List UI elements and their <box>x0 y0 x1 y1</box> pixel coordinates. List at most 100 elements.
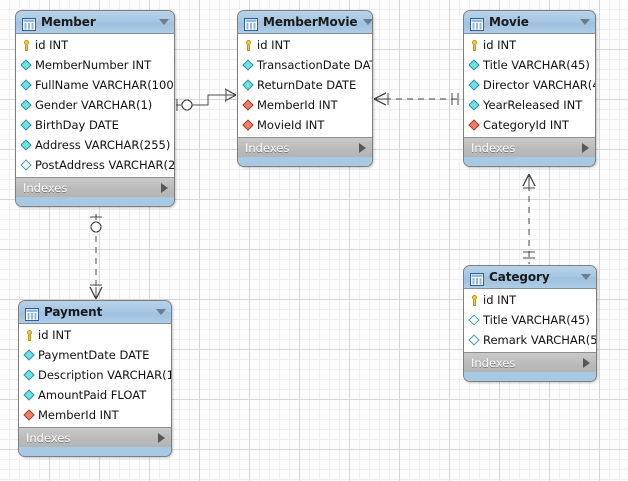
column-row[interactable]: PostAddress VARCHAR(255) <box>16 155 174 175</box>
relationship-member-payment[interactable] <box>89 214 103 300</box>
column-label: Director VARCHAR(45) <box>483 78 595 92</box>
indexes-label: Indexes <box>245 140 290 155</box>
chevron-right-icon[interactable] <box>359 142 366 153</box>
column-list-category: id INT Title VARCHAR(45) Remark VARCHAR(50… <box>464 289 596 352</box>
column-row[interactable]: TransactionDate DATE <box>238 55 372 75</box>
table-header-category[interactable]: Category <box>464 266 596 289</box>
table-icon <box>244 16 258 31</box>
column-row[interactable]: Description VARCHAR(100) <box>19 365 171 385</box>
column-row[interactable]: CategoryId INT <box>464 115 595 135</box>
column-notnull-icon-shape <box>242 78 254 91</box>
column-row[interactable]: Address VARCHAR(255) <box>16 135 174 155</box>
column-label: Address VARCHAR(255) <box>35 138 171 152</box>
chevron-down-icon[interactable] <box>156 309 166 315</box>
column-label: MemberId INT <box>257 98 338 112</box>
indexes-label: Indexes <box>26 430 71 445</box>
table-footer <box>464 372 596 381</box>
column-label: id INT <box>257 38 291 52</box>
chevron-right-icon[interactable] <box>582 142 589 153</box>
column-nullable-icon <box>20 158 33 172</box>
table-icon <box>25 306 39 321</box>
column-row[interactable]: Title VARCHAR(45) <box>464 55 595 75</box>
column-notnull-icon-shape <box>468 58 480 71</box>
column-label: Description VARCHAR(100) <box>38 368 172 382</box>
column-notnull-icon-shape <box>20 138 32 151</box>
relationship-movie-category[interactable] <box>522 173 536 264</box>
indexes-row-payment[interactable]: Indexes <box>19 427 171 447</box>
chevron-right-icon[interactable] <box>161 182 168 193</box>
column-row[interactable]: MemberId INT <box>19 405 171 425</box>
column-row[interactable]: id INT <box>238 35 372 55</box>
chevron-down-icon[interactable] <box>581 274 591 280</box>
foreign-key-icon <box>242 118 255 132</box>
table-header-movie[interactable]: Movie <box>464 11 595 34</box>
indexes-row-movie[interactable]: Indexes <box>464 137 595 157</box>
column-row[interactable]: id INT <box>464 35 595 55</box>
column-label: Remark VARCHAR(500) <box>483 333 597 347</box>
indexes-label: Indexes <box>471 140 516 155</box>
relationship-member-membermovie[interactable] <box>176 88 237 111</box>
column-row[interactable]: MemberId INT <box>238 95 372 115</box>
column-row[interactable]: Director VARCHAR(45) <box>464 75 595 95</box>
column-notnull-icon-shape <box>20 98 32 111</box>
table-header-member[interactable]: Member <box>16 11 174 34</box>
primary-key-icon <box>468 294 481 307</box>
column-notnull-icon <box>20 138 33 152</box>
column-row[interactable]: id INT <box>16 35 174 55</box>
table-payment[interactable]: Payment id INT PaymentDate DATE Description… <box>18 300 172 457</box>
indexes-row-member[interactable]: Indexes <box>16 177 174 197</box>
column-label: id INT <box>38 328 72 342</box>
primary-key-icon <box>20 39 33 52</box>
indexes-row-membermovie[interactable]: Indexes <box>238 137 372 157</box>
primary-key-icon <box>23 329 36 342</box>
table-title-category: Category <box>489 270 550 284</box>
column-row[interactable]: Gender VARCHAR(1) <box>16 95 174 115</box>
chevron-right-icon[interactable] <box>158 432 165 443</box>
column-label: Title VARCHAR(45) <box>483 313 590 327</box>
column-notnull-icon-shape <box>20 58 32 71</box>
foreign-key-icon <box>468 118 481 132</box>
column-row[interactable]: id INT <box>464 290 596 310</box>
primary-key-icon <box>242 39 255 52</box>
column-row[interactable]: MovieId INT <box>238 115 372 135</box>
column-row[interactable]: Remark VARCHAR(500) <box>464 330 596 350</box>
table-header-payment[interactable]: Payment <box>19 301 171 324</box>
chevron-right-icon[interactable] <box>583 357 590 368</box>
column-nullable-icon-shape <box>468 313 480 326</box>
column-row[interactable]: FullName VARCHAR(100) <box>16 75 174 95</box>
chevron-down-icon[interactable] <box>159 19 169 25</box>
column-nullable-icon-shape <box>20 158 32 171</box>
column-label: AmountPaid FLOAT <box>38 388 147 402</box>
column-row[interactable]: AmountPaid FLOAT <box>19 385 171 405</box>
column-label: MovieId INT <box>257 118 325 132</box>
column-nullable-icon <box>468 313 481 327</box>
column-row[interactable]: ReturnDate DATE <box>238 75 372 95</box>
chevron-down-icon[interactable] <box>580 19 590 25</box>
column-notnull-icon <box>242 78 255 92</box>
column-row[interactable]: PaymentDate DATE <box>19 345 171 365</box>
column-row[interactable]: Title VARCHAR(45) <box>464 310 596 330</box>
column-notnull-icon-shape <box>23 348 35 361</box>
foreign-key-icon-shape <box>23 408 35 421</box>
column-row[interactable]: BirthDay DATE <box>16 115 174 135</box>
column-row[interactable]: MemberNumber INT <box>16 55 174 75</box>
column-label: MemberId INT <box>38 408 119 422</box>
table-icon <box>22 16 36 31</box>
relationship-membermovie-movie[interactable] <box>373 92 462 106</box>
table-title-member: Member <box>41 15 96 29</box>
table-category[interactable]: Category id INT Title VARCHAR(45) Remark VA… <box>463 265 597 382</box>
table-header-membermovie[interactable]: MemberMovie <box>238 11 372 34</box>
primary-key-icon <box>468 39 481 52</box>
foreign-key-icon-shape <box>242 98 254 111</box>
column-row[interactable]: id INT <box>19 325 171 345</box>
indexes-row-category[interactable]: Indexes <box>464 352 596 372</box>
column-row[interactable]: YearReleased INT <box>464 95 595 115</box>
table-title-membermovie: MemberMovie <box>263 15 358 29</box>
column-notnull-icon-shape <box>242 58 254 71</box>
chevron-down-icon[interactable] <box>363 19 372 25</box>
